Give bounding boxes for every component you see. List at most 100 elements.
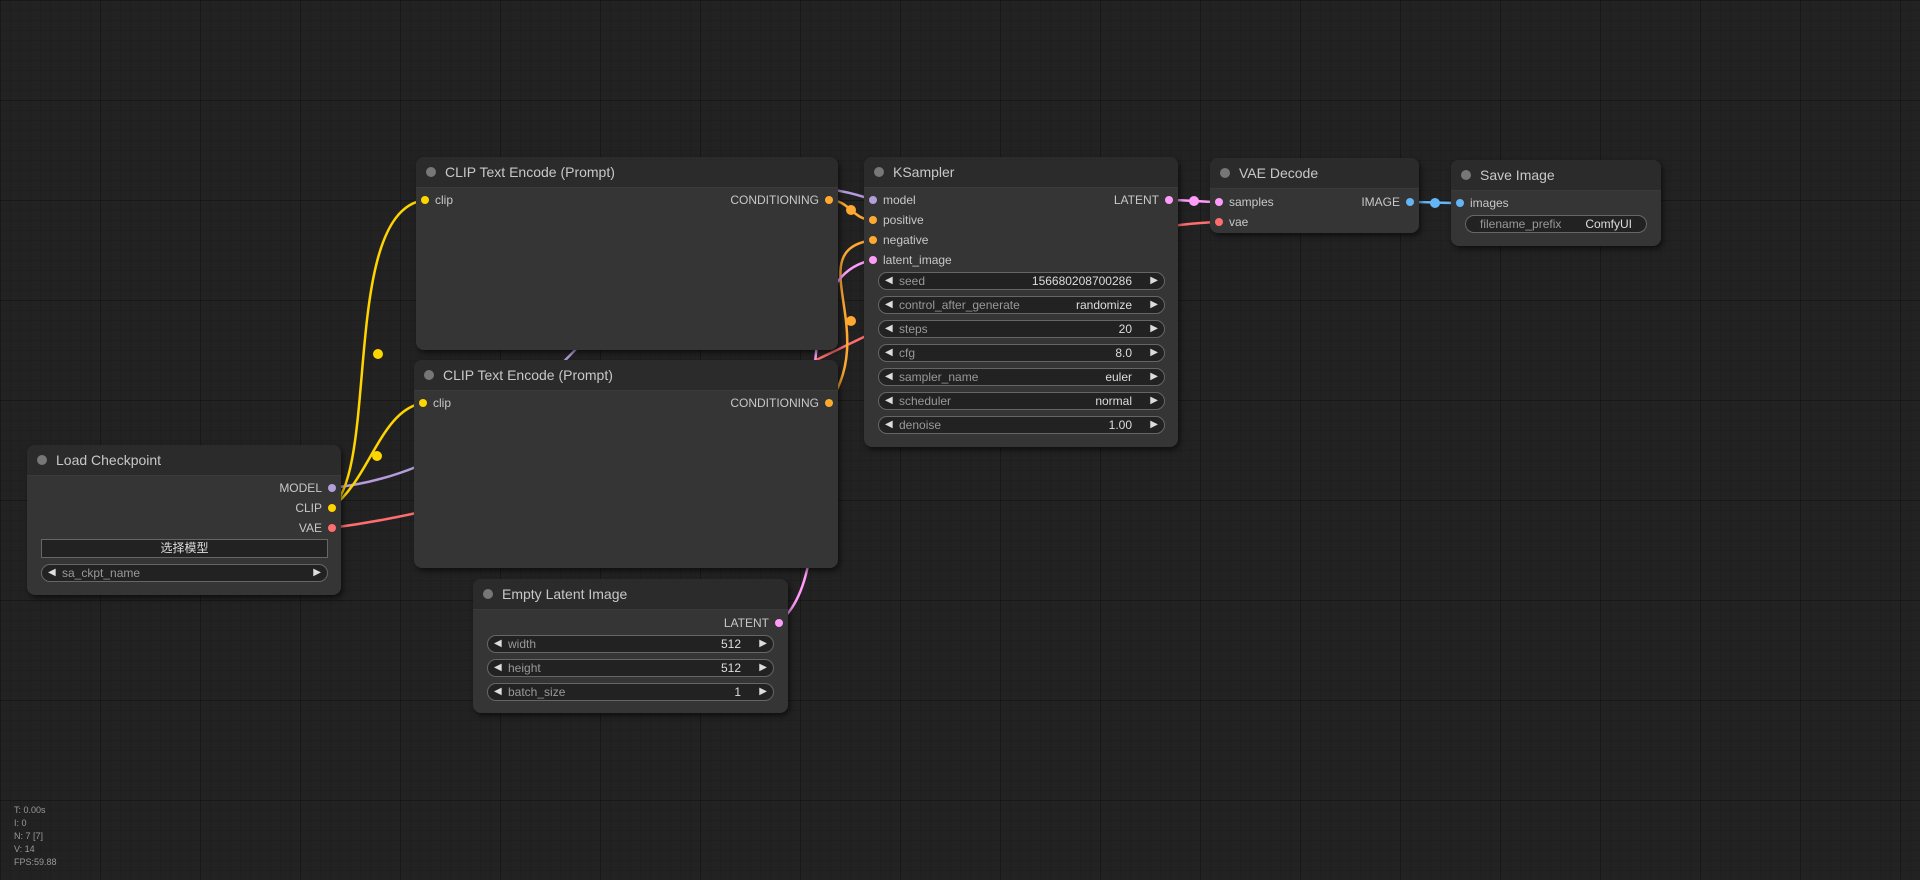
slot-dot-icon[interactable] [825, 196, 833, 204]
slot-dot-icon[interactable] [869, 196, 877, 204]
link-center-marker[interactable] [1430, 198, 1440, 208]
collapse-dot-icon[interactable] [37, 455, 47, 465]
output-slot-latent[interactable]: LATENT [1009, 190, 1178, 210]
link-center-marker[interactable] [373, 349, 383, 359]
widget-label: denoise [899, 418, 942, 432]
slot-dot-icon[interactable] [328, 524, 336, 532]
decrement-arrow-icon[interactable]: ◀ [885, 419, 893, 430]
node-empty-latent-image[interactable]: Empty Latent Image LATENT ◀ width 512 ▶ … [473, 579, 788, 713]
slot-dot-icon[interactable] [869, 256, 877, 264]
decrement-arrow-icon[interactable]: ◀ [885, 275, 893, 286]
increment-arrow-icon[interactable]: ▶ [313, 567, 321, 578]
link-center-marker[interactable] [372, 451, 382, 461]
decrement-arrow-icon[interactable]: ◀ [885, 371, 893, 382]
increment-arrow-icon[interactable]: ▶ [759, 638, 767, 649]
decrement-arrow-icon[interactable]: ◀ [494, 638, 502, 649]
slot-dot-icon[interactable] [1215, 198, 1223, 206]
input-slot-vae[interactable]: vae [1210, 212, 1329, 232]
decrement-arrow-icon[interactable]: ◀ [885, 323, 893, 334]
widget-scheduler[interactable]: ◀ scheduler normal ▶ [878, 392, 1165, 410]
collapse-dot-icon[interactable] [1220, 168, 1230, 178]
link-center-marker[interactable] [1189, 196, 1199, 206]
widget-value: 512 [720, 661, 741, 675]
widget-cfg[interactable]: ◀ cfg 8.0 ▶ [878, 344, 1165, 362]
input-slot-negative[interactable]: negative [864, 230, 1033, 250]
node-save-image[interactable]: Save Image images filename_prefix ComfyU… [1451, 160, 1661, 246]
node-clip-text-encode-1[interactable]: CLIP Text Encode (Prompt) clip CONDITION… [416, 157, 838, 350]
decrement-arrow-icon[interactable]: ◀ [885, 299, 893, 310]
slot-dot-icon[interactable] [1215, 218, 1223, 226]
widget-steps[interactable]: ◀ steps 20 ▶ [878, 320, 1165, 338]
input-slot-clip[interactable]: clip [414, 393, 583, 413]
node-ksampler[interactable]: KSampler model positive negative latent_… [864, 157, 1178, 447]
slot-dot-icon[interactable] [421, 196, 429, 204]
increment-arrow-icon[interactable]: ▶ [759, 662, 767, 673]
widget-control-after-generate[interactable]: ◀ control_after_generate randomize ▶ [878, 296, 1165, 314]
collapse-dot-icon[interactable] [874, 167, 884, 177]
increment-arrow-icon[interactable]: ▶ [1150, 395, 1158, 406]
collapse-dot-icon[interactable] [483, 589, 493, 599]
increment-arrow-icon[interactable]: ▶ [1150, 419, 1158, 430]
input-slot-images[interactable]: images [1451, 193, 1570, 213]
slot-dot-icon[interactable] [825, 399, 833, 407]
input-slot-latent-image[interactable]: latent_image [864, 250, 1033, 270]
node-title-bar[interactable]: Save Image [1451, 160, 1661, 191]
output-slot-conditioning[interactable]: CONDITIONING [619, 393, 838, 413]
node-vae-decode[interactable]: VAE Decode samples vae IMAGE [1210, 158, 1419, 233]
widget-sampler-name[interactable]: ◀ sampler_name euler ▶ [878, 368, 1165, 386]
decrement-arrow-icon[interactable]: ◀ [494, 686, 502, 697]
input-slot-positive[interactable]: positive [864, 210, 1033, 230]
increment-arrow-icon[interactable]: ▶ [1150, 347, 1158, 358]
slot-dot-icon[interactable] [328, 504, 336, 512]
slot-dot-icon[interactable] [869, 216, 877, 224]
slot-dot-icon[interactable] [869, 236, 877, 244]
collapse-dot-icon[interactable] [426, 167, 436, 177]
output-slot-latent[interactable]: LATENT [619, 613, 788, 633]
node-load-checkpoint[interactable]: Load Checkpoint MODEL CLIP VAE 选择模型 ◀ sa… [27, 445, 341, 595]
decrement-arrow-icon[interactable]: ◀ [885, 347, 893, 358]
decrement-arrow-icon[interactable]: ◀ [48, 567, 56, 578]
increment-arrow-icon[interactable]: ▶ [1150, 299, 1158, 310]
decrement-arrow-icon[interactable]: ◀ [885, 395, 893, 406]
increment-arrow-icon[interactable]: ▶ [759, 686, 767, 697]
widget-ckpt-name[interactable]: ◀ sa_ckpt_name ▶ [41, 564, 328, 582]
link-clip-1 [330, 198, 426, 509]
input-slot-model[interactable]: model [864, 190, 1033, 210]
slot-dot-icon[interactable] [419, 399, 427, 407]
output-slot-image[interactable]: IMAGE [1300, 192, 1419, 212]
output-slot-vae[interactable]: VAE [172, 518, 341, 538]
increment-arrow-icon[interactable]: ▶ [1150, 323, 1158, 334]
widget-filename-prefix[interactable]: filename_prefix ComfyUI [1465, 215, 1647, 233]
widget-seed[interactable]: ◀ seed 156680208700286 ▶ [878, 272, 1165, 290]
link-clip-2 [330, 401, 424, 510]
slot-dot-icon[interactable] [1456, 199, 1464, 207]
link-center-marker[interactable] [846, 205, 856, 215]
increment-arrow-icon[interactable]: ▶ [1150, 371, 1158, 382]
slot-dot-icon[interactable] [775, 619, 783, 627]
output-slot-model[interactable]: MODEL [172, 478, 341, 498]
node-title-bar[interactable]: Empty Latent Image [473, 579, 788, 610]
select-model-button[interactable]: 选择模型 [41, 539, 328, 558]
output-slot-conditioning[interactable]: CONDITIONING [619, 190, 838, 210]
node-title: Empty Latent Image [502, 586, 628, 602]
link-center-marker[interactable] [846, 316, 856, 326]
node-title-bar[interactable]: VAE Decode [1210, 158, 1419, 189]
widget-width[interactable]: ◀ width 512 ▶ [487, 635, 774, 653]
node-clip-text-encode-2[interactable]: CLIP Text Encode (Prompt) clip CONDITION… [414, 360, 838, 568]
slot-dot-icon[interactable] [328, 484, 336, 492]
node-title-bar[interactable]: CLIP Text Encode (Prompt) [416, 157, 838, 188]
collapse-dot-icon[interactable] [1461, 170, 1471, 180]
widget-denoise[interactable]: ◀ denoise 1.00 ▶ [878, 416, 1165, 434]
node-title-bar[interactable]: Load Checkpoint [27, 445, 341, 476]
node-title-bar[interactable]: KSampler [864, 157, 1178, 188]
slot-dot-icon[interactable] [1406, 198, 1414, 206]
increment-arrow-icon[interactable]: ▶ [1150, 275, 1158, 286]
output-slot-clip[interactable]: CLIP [172, 498, 341, 518]
input-slot-clip[interactable]: clip [416, 190, 585, 210]
widget-height[interactable]: ◀ height 512 ▶ [487, 659, 774, 677]
widget-batch-size[interactable]: ◀ batch_size 1 ▶ [487, 683, 774, 701]
decrement-arrow-icon[interactable]: ◀ [494, 662, 502, 673]
slot-dot-icon[interactable] [1165, 196, 1173, 204]
node-title-bar[interactable]: CLIP Text Encode (Prompt) [414, 360, 838, 391]
collapse-dot-icon[interactable] [424, 370, 434, 380]
